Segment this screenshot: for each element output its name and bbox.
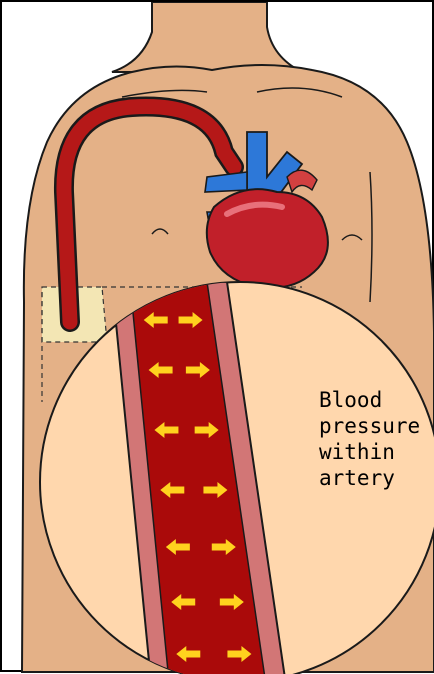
- label-line-1: Blood: [319, 387, 431, 413]
- label-line-4: artery: [319, 465, 431, 491]
- neck: [112, 2, 302, 72]
- heart-icon: [207, 189, 328, 288]
- blood-pressure-label: Blood pressure within artery: [319, 387, 431, 491]
- label-line-3: within: [319, 439, 431, 465]
- label-line-2: pressure: [319, 413, 431, 439]
